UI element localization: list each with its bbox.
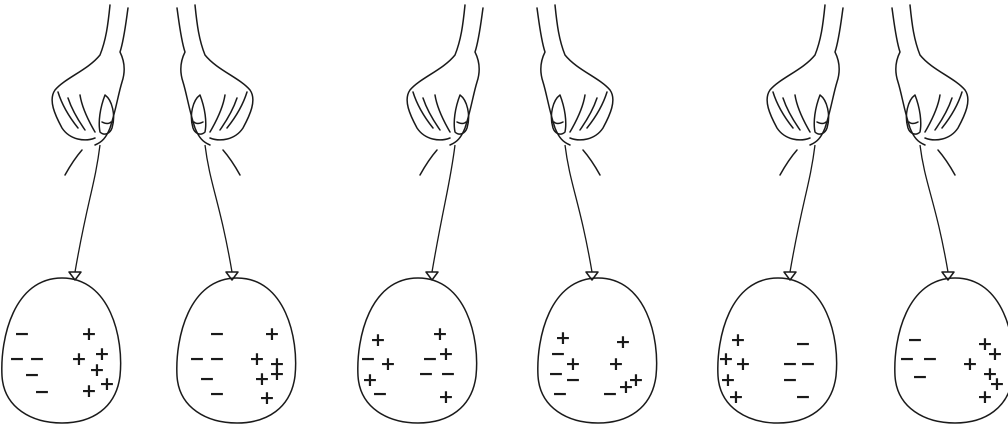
balloon-string	[205, 145, 232, 272]
hand-icon	[767, 5, 843, 175]
negative-charge: −	[9, 348, 25, 370]
negative-charge: −	[209, 348, 225, 370]
negative-charge: −	[34, 381, 50, 403]
balloon-figure: −−−−−++++++	[2, 5, 128, 423]
negative-charge: −	[602, 383, 618, 405]
hand-icon	[407, 5, 483, 175]
hand-icon	[892, 5, 968, 175]
positive-charge: +	[987, 343, 1003, 365]
positive-charge: +	[608, 353, 624, 375]
positive-charge: +	[249, 348, 265, 370]
positive-charge: +	[438, 343, 454, 365]
positive-charge: +	[962, 353, 978, 375]
negative-charge: −	[800, 353, 816, 375]
positive-charge: +	[718, 348, 734, 370]
balloon-figure: −−−−−++++++	[177, 5, 296, 423]
negative-charge: −	[795, 386, 811, 408]
positive-charge: +	[81, 323, 97, 345]
negative-charge: −	[912, 366, 928, 388]
positive-charge: +	[71, 348, 87, 370]
balloon-string	[790, 145, 815, 272]
positive-charge: +	[380, 353, 396, 375]
positive-charge: +	[735, 353, 751, 375]
hand-icon	[537, 5, 613, 175]
positive-charge: +	[264, 323, 280, 345]
negative-charge: −	[550, 343, 566, 365]
balloon-figure: +++++−−−−−	[718, 5, 843, 423]
hand-icon	[177, 5, 253, 175]
hand-icon	[52, 5, 128, 175]
balloon-string	[432, 145, 455, 272]
positive-charge: +	[615, 331, 631, 353]
negative-charge: −	[552, 383, 568, 405]
positive-charge: +	[438, 386, 454, 408]
positive-charge: +	[728, 386, 744, 408]
negative-charge: −	[440, 363, 456, 385]
positive-charge: +	[269, 363, 285, 385]
negative-charge: −	[548, 363, 564, 385]
negative-charge: −	[189, 348, 205, 370]
positive-charge: +	[99, 373, 115, 395]
negative-charge: −	[209, 323, 225, 345]
balloon-string	[565, 145, 592, 272]
negative-charge: −	[795, 333, 811, 355]
balloon-string	[920, 145, 948, 272]
negative-charge: −	[418, 363, 434, 385]
positive-charge: +	[618, 376, 634, 398]
negative-charge: −	[372, 383, 388, 405]
negative-charge: −	[14, 323, 30, 345]
positive-charge: +	[977, 386, 993, 408]
positive-charge: +	[81, 380, 97, 402]
positive-charge: +	[432, 323, 448, 345]
balloon-figure: −−−−++++++	[892, 5, 1008, 423]
negative-charge: −	[209, 383, 225, 405]
balloon-string	[75, 145, 100, 272]
balloon-figure: +−++−+−+−−+	[358, 5, 483, 423]
positive-charge: +	[259, 387, 275, 409]
negative-charge: −	[360, 348, 376, 370]
balloon-figure: +−+−−+++−−+	[537, 5, 657, 423]
